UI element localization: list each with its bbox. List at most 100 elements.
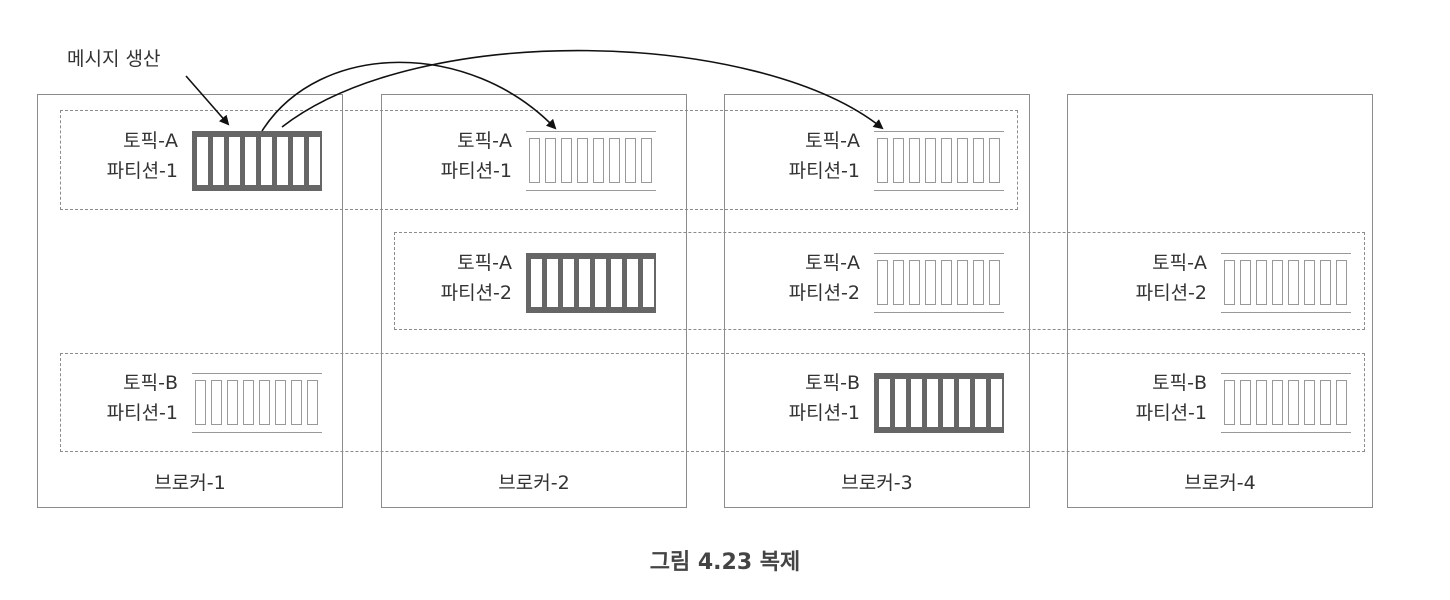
log-cell (943, 379, 954, 427)
log-cell (975, 379, 986, 427)
log-cell (1224, 260, 1235, 305)
log-cell (1304, 260, 1315, 305)
log-cell (925, 260, 936, 305)
log-cell (577, 138, 588, 183)
topic-label: 토픽-A (457, 252, 512, 274)
log-cell (641, 138, 652, 183)
partition-a2-broker-3: 토픽-A 파티션-2 (712, 248, 1182, 318)
topic-label: 토픽-A (805, 130, 860, 152)
log-cell (879, 379, 890, 427)
partition-log (874, 373, 1004, 433)
log-cell (1240, 260, 1251, 305)
log-cell (991, 379, 1002, 427)
broker-3-label: 브로커-3 (841, 472, 913, 494)
log-cell (911, 379, 922, 427)
log-cell (957, 138, 968, 183)
topic-label: 토픽-B (1152, 372, 1207, 394)
log-cell (925, 138, 936, 183)
partition-log (1221, 373, 1351, 433)
partition-log (192, 373, 322, 433)
log-cell (609, 138, 620, 183)
log-cell (529, 138, 540, 183)
partition-label: 파티션-2 (440, 282, 512, 304)
log-cell (229, 137, 240, 185)
log-cell (545, 138, 556, 183)
partition-label: 파티션-2 (788, 282, 860, 304)
log-cell (1336, 380, 1347, 425)
partition-b1-broker-3: 토픽-B 파티션-1 (712, 368, 1182, 438)
log-cell (561, 138, 572, 183)
partition-a1-broker-3: 토픽-A 파티션-1 (712, 126, 1182, 196)
topic-label: 토픽-A (457, 130, 512, 152)
partition-log (1221, 253, 1351, 313)
replica-group-topic-a-partition-2 (394, 232, 1365, 330)
log-cell (259, 380, 270, 425)
log-cell (1304, 380, 1315, 425)
log-cell (211, 380, 222, 425)
partition-label: 파티션-1 (106, 160, 178, 182)
replicate-arrow-broker-3 (281, 49, 884, 130)
log-cell (973, 260, 984, 305)
partition-log (874, 131, 1004, 191)
log-cell (243, 380, 254, 425)
partition-log (874, 253, 1004, 313)
replicate-arrow-broker-2 (261, 61, 557, 132)
log-cell (277, 137, 288, 185)
log-cell (893, 138, 904, 183)
partition-label: 파티션-1 (1135, 402, 1207, 424)
replica-group-topic-b-partition-1 (60, 353, 1365, 452)
broker-4: 브로커-4 (1067, 94, 1373, 508)
topic-label: 토픽-B (123, 372, 178, 394)
log-cell (957, 260, 968, 305)
log-cell (195, 380, 206, 425)
partition-label: 파티션-1 (440, 160, 512, 182)
partition-a2-broker-4: 토픽-A 파티션-2 (1059, 248, 1450, 318)
log-cell (293, 137, 304, 185)
topic-label: 토픽-A (805, 252, 860, 274)
partition-log (192, 131, 322, 191)
partition-label: 파티션-1 (788, 160, 860, 182)
figure-caption: 그림 4.23 복제 (649, 550, 801, 575)
log-cell (213, 137, 224, 185)
log-cell (959, 379, 970, 427)
log-cell (595, 259, 606, 307)
log-cell (909, 138, 920, 183)
log-cell (563, 259, 574, 307)
log-cell (627, 259, 638, 307)
log-cell (261, 137, 272, 185)
partition-a1-broker-1: 토픽-A 파티션-1 (30, 126, 500, 196)
partition-b1-broker-1: 토픽-B 파티션-1 (30, 368, 500, 438)
broker-2-label: 브로커-2 (498, 472, 570, 494)
log-cell (1272, 260, 1283, 305)
log-cell (989, 138, 1000, 183)
topic-label: 토픽-B (805, 372, 860, 394)
log-cell (275, 380, 286, 425)
partition-log (526, 253, 656, 313)
log-cell (973, 138, 984, 183)
partition-label: 파티션-2 (1135, 282, 1207, 304)
log-cell (941, 138, 952, 183)
produce-arrow (185, 75, 230, 126)
broker-1-label: 브로커-1 (154, 472, 226, 494)
log-cell (1240, 380, 1251, 425)
log-cell (895, 379, 906, 427)
log-cell (941, 260, 952, 305)
log-cell (611, 259, 622, 307)
log-cell (197, 137, 208, 185)
log-cell (579, 259, 590, 307)
topic-label: 토픽-A (123, 130, 178, 152)
log-cell (625, 138, 636, 183)
log-cell (1256, 380, 1267, 425)
replica-group-topic-a-partition-1 (60, 110, 1018, 210)
log-cell (1272, 380, 1283, 425)
log-cell (1224, 380, 1235, 425)
log-cell (909, 260, 920, 305)
broker-2: 브로커-2 (381, 94, 687, 508)
partition-label: 파티션-1 (106, 402, 178, 424)
log-cell (291, 380, 302, 425)
partition-log (526, 131, 656, 191)
broker-1: 브로커-1 (37, 94, 343, 508)
log-cell (307, 380, 318, 425)
broker-3: 브로커-3 (724, 94, 1030, 508)
